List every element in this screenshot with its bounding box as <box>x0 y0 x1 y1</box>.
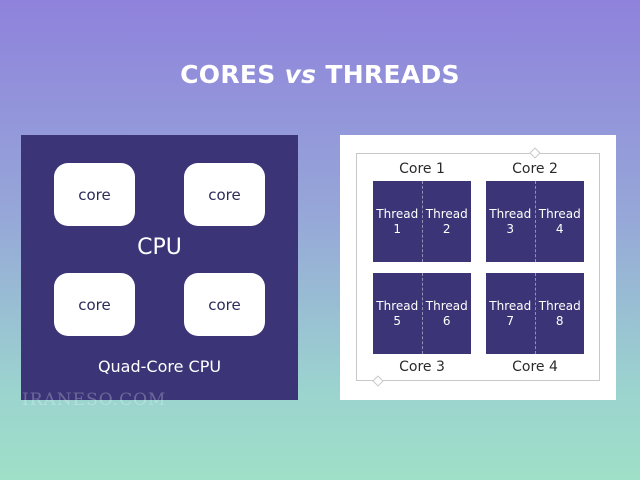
thread-number: 6 <box>442 313 451 328</box>
thread-word: Thread <box>538 206 581 221</box>
watermark: IRANESO.COM <box>22 390 167 410</box>
core-box-4: core <box>184 273 265 336</box>
thread-number: 4 <box>555 221 564 236</box>
thread-number: 7 <box>506 313 515 328</box>
thread-word: Thread <box>489 206 532 221</box>
thread-number: 5 <box>393 313 402 328</box>
thread-number: 1 <box>393 221 402 236</box>
thread-word: Thread <box>376 206 419 221</box>
thread-number: 2 <box>442 221 451 236</box>
core-box-3: core <box>54 273 135 336</box>
cpu-label: CPU <box>137 235 182 260</box>
cpu-panel: core core CPU core core Quad-Core CPU <box>21 135 298 400</box>
title-threads: THREADS <box>316 60 460 89</box>
thread-word: Thread <box>425 298 468 313</box>
thread-number: 8 <box>555 313 564 328</box>
core-label-3: Core 3 <box>373 359 471 375</box>
thread-word: Thread <box>489 298 532 313</box>
thread-word: Thread <box>538 298 581 313</box>
page-title: CORES vs THREADS <box>0 60 640 89</box>
core-label-4: Core 4 <box>486 359 584 375</box>
thread-number: 3 <box>506 221 515 236</box>
core-box-2: core <box>184 163 265 226</box>
quad-core-caption: Quad-Core CPU <box>97 357 222 376</box>
title-cores: CORES <box>180 60 285 89</box>
core-label-2: Core 2 <box>486 161 584 177</box>
threads-frame <box>356 153 600 381</box>
core-box-1: core <box>54 163 135 226</box>
core-label-1: Core 1 <box>373 161 471 177</box>
thread-word: Thread <box>376 298 419 313</box>
title-vs: vs <box>284 60 317 89</box>
thread-word: Thread <box>425 206 468 221</box>
